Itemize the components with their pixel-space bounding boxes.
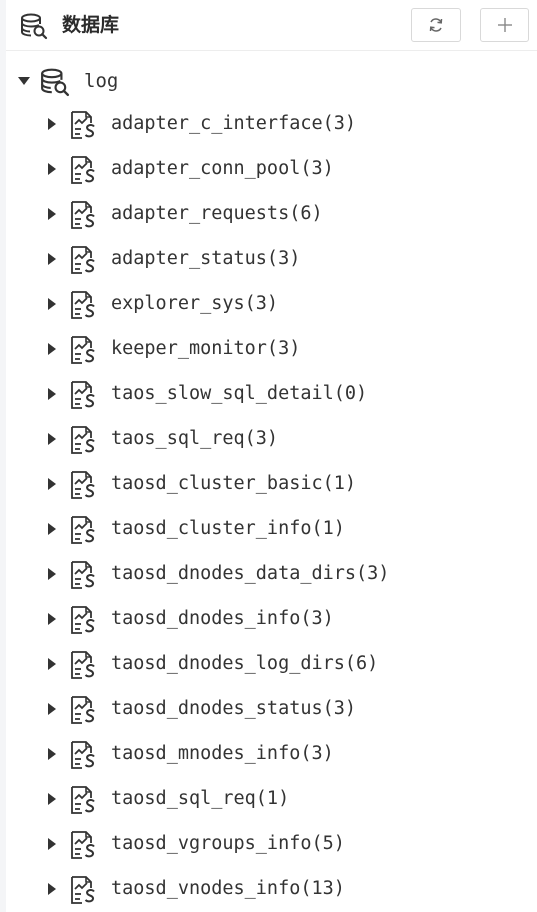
supertable-icon [71,561,95,589]
table-label: taosd_dnodes_data_dirs(3) [111,563,390,584]
refresh-button[interactable] [411,8,461,42]
table-label: taosd_dnodes_log_dirs(6) [111,653,379,674]
table-label: adapter_requests(6) [111,203,323,224]
tree-node-table[interactable]: taosd_dnodes_data_dirs(3) [6,552,537,597]
caret-right-icon[interactable] [48,703,56,715]
caret-right-icon[interactable] [48,208,56,220]
tree-node-table[interactable]: taos_slow_sql_detail(0) [6,372,537,417]
table-label: adapter_conn_pool(3) [111,158,334,179]
caret-right-icon[interactable] [48,478,56,490]
panel-left-edge [0,0,6,912]
caret-right-icon[interactable] [48,298,56,310]
tree-node-table[interactable]: taosd_vnodes_info(13) [6,867,537,912]
table-label: taosd_dnodes_info(3) [111,608,334,629]
supertable-icon [71,426,95,454]
add-database-button[interactable] [480,8,529,42]
caret-right-icon[interactable] [48,613,56,625]
tree-node-table[interactable]: adapter_requests(6) [6,192,537,237]
caret-right-icon[interactable] [48,523,56,535]
supertable-icon [71,246,95,274]
supertable-icon [71,696,95,724]
caret-right-icon[interactable] [48,748,56,760]
tree-node-table[interactable]: keeper_monitor(3) [6,327,537,372]
page-title: 数据库 [62,15,120,36]
supertable-icon [71,651,95,679]
table-label: adapter_c_interface(3) [111,113,357,134]
plus-icon [497,18,512,32]
table-label: taosd_dnodes_status(3) [111,698,357,719]
tree-node-database-log[interactable]: log [6,60,537,102]
table-label: taos_slow_sql_detail(0) [111,383,368,404]
supertable-icon [71,156,95,184]
tree-node-table[interactable]: taosd_dnodes_log_dirs(6) [6,642,537,687]
table-label: taosd_mnodes_info(3) [111,743,334,764]
tree-node-table[interactable]: explorer_sys(3) [6,282,537,327]
tree-node-table[interactable]: taosd_cluster_basic(1) [6,462,537,507]
supertable-icon [71,381,95,409]
supertable-icon [71,606,95,634]
table-label: taos_sql_req(3) [111,428,279,449]
caret-right-icon[interactable] [48,568,56,580]
refresh-icon [429,18,443,32]
caret-right-icon[interactable] [48,658,56,670]
tree-node-table[interactable]: taosd_dnodes_status(3) [6,687,537,732]
supertable-icon [71,336,95,364]
caret-right-icon[interactable] [48,118,56,130]
tree-node-table[interactable]: taosd_sql_req(1) [6,777,537,822]
tree-node-table[interactable]: taosd_mnodes_info(3) [6,732,537,777]
caret-right-icon[interactable] [48,838,56,850]
tree-node-table[interactable]: adapter_conn_pool(3) [6,147,537,192]
database-panel-header: 数据库 [6,0,537,51]
caret-right-icon[interactable] [48,343,56,355]
tree-node-table[interactable]: taosd_cluster_info(1) [6,507,537,552]
caret-down-icon[interactable] [18,77,30,85]
tree-node-table[interactable]: adapter_c_interface(3) [6,102,537,147]
table-label: taosd_vgroups_info(5) [111,833,345,854]
table-label: keeper_monitor(3) [111,338,301,359]
caret-right-icon[interactable] [48,388,56,400]
table-label: taosd_cluster_info(1) [111,518,345,539]
supertable-icon [71,291,95,319]
database-label: log [84,70,119,92]
tree-node-table[interactable]: taosd_dnodes_info(3) [6,597,537,642]
table-label: taosd_sql_req(1) [111,788,290,809]
table-list: adapter_c_interface(3) adapter_conn_pool… [6,102,537,912]
table-label: adapter_status(3) [111,248,301,269]
caret-right-icon[interactable] [48,793,56,805]
table-label: explorer_sys(3) [111,293,279,314]
tree-node-table[interactable]: adapter_status(3) [6,237,537,282]
supertable-icon [71,201,95,229]
tree-node-table[interactable]: taosd_vgroups_info(5) [6,822,537,867]
supertable-icon [71,516,95,544]
supertable-icon [71,471,95,499]
supertable-icon [71,876,95,904]
tree-node-table[interactable]: taos_sql_req(3) [6,417,537,462]
caret-right-icon[interactable] [48,883,56,895]
supertable-icon [71,831,95,859]
database-search-icon [21,13,48,40]
caret-right-icon[interactable] [48,253,56,265]
supertable-icon [71,111,95,139]
supertable-icon [71,741,95,769]
caret-right-icon[interactable] [48,433,56,445]
supertable-icon [71,786,95,814]
table-label: taosd_cluster_basic(1) [111,473,357,494]
caret-right-icon[interactable] [48,163,56,175]
table-label: taosd_vnodes_info(13) [111,878,345,899]
database-search-icon [41,68,70,97]
